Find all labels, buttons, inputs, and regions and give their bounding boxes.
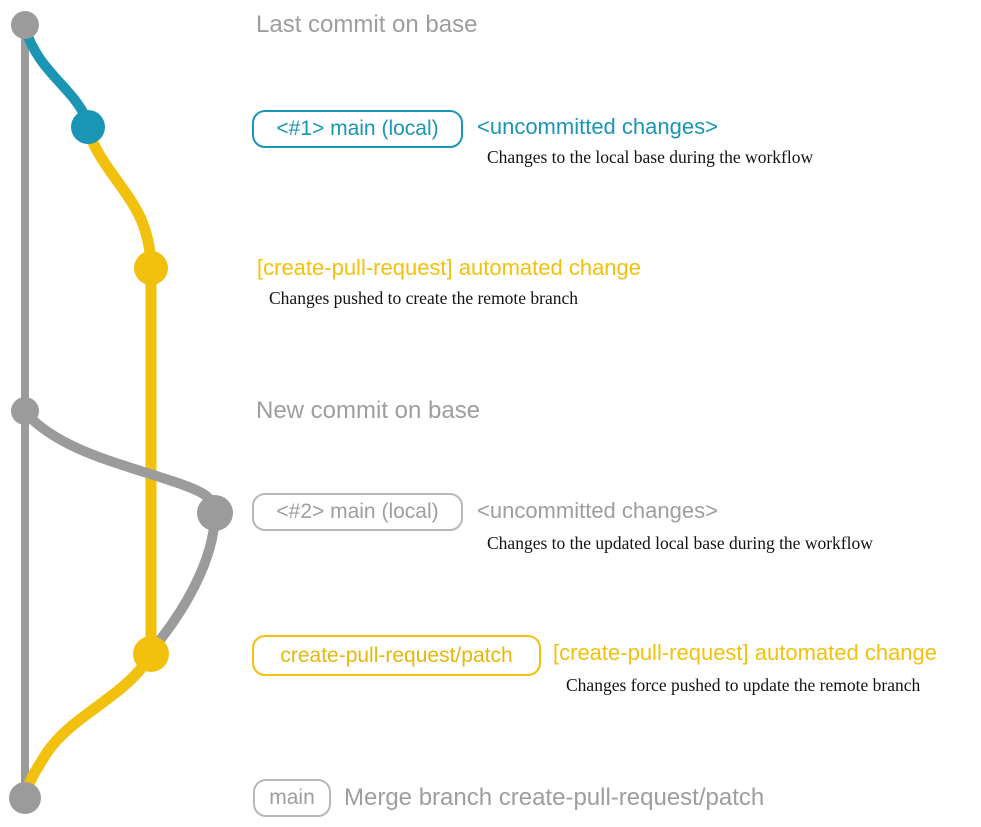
branch-label-patch: create-pull-request/patch (252, 635, 541, 676)
commit-desc-automated-2: Changes force pushed to update the remot… (566, 675, 921, 695)
branch-label-main-local-2-text: <#2> main (local) (276, 500, 439, 523)
git-graph (9, 11, 233, 814)
commit-title-merge: Merge branch create-pull-request/patch (344, 784, 765, 811)
commit-title-automated-1: [create-pull-request] automated change (257, 255, 642, 280)
note-last-commit-on-base: Last commit on base (256, 11, 478, 38)
branch-label-main: main (253, 779, 331, 817)
commit-title-uncommitted-1: <uncommitted changes> (477, 114, 718, 139)
local-branch-line-2 (20, 407, 220, 519)
local-branch-line-2b (147, 509, 220, 655)
commit-dot-patch-2 (133, 636, 169, 672)
commit-dot-new-base (11, 397, 39, 425)
commit-dot-last-base (11, 11, 39, 39)
commit-dot-merge (9, 782, 41, 814)
branch-label-patch-text: create-pull-request/patch (280, 643, 513, 667)
branch-label-main-local-1-text: <#1> main (local) (276, 117, 439, 140)
patch-branch-line-lower (19, 648, 157, 804)
patch-branch-line-upper (82, 122, 157, 274)
commit-desc-uncommitted-1: Changes to the local base during the wor… (487, 147, 814, 167)
note-new-commit-on-base: New commit on base (256, 397, 481, 424)
commit-title-uncommitted-2: <uncommitted changes> (477, 498, 718, 523)
branch-label-main-text: main (269, 786, 315, 809)
commit-desc-automated-1: Changes pushed to create the remote bran… (269, 288, 579, 308)
commit-title-automated-2: [create-pull-request] automated change (553, 640, 938, 665)
commit-desc-uncommitted-2: Changes to the updated local base during… (487, 533, 873, 553)
branch-label-main-local-1: <#1> main (local) (252, 110, 463, 148)
commit-dot-local-main-1 (71, 110, 105, 144)
commit-dot-patch-1 (134, 251, 168, 285)
branch-label-main-local-2: <#2> main (local) (252, 493, 463, 531)
commit-dot-local-main-2 (197, 495, 233, 531)
